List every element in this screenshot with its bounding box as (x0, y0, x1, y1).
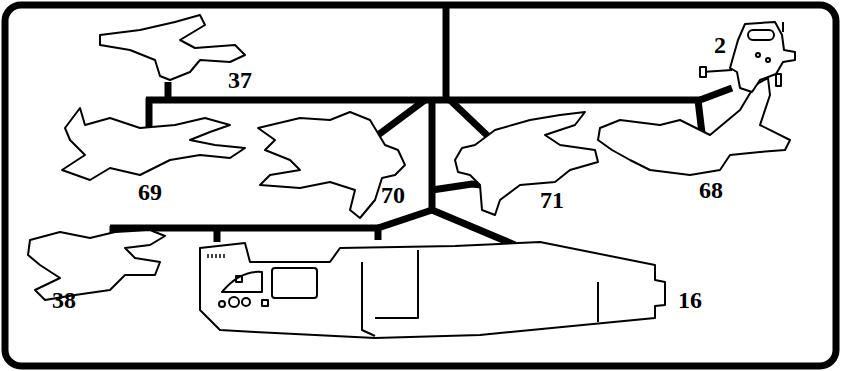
sprue-frame (5, 5, 836, 366)
figure-69 (62, 108, 245, 180)
figure-68 (598, 78, 790, 175)
fuselage-part (200, 242, 665, 338)
callout-number: 68 (699, 178, 723, 202)
mechanical-part (700, 22, 795, 92)
figure-71 (455, 112, 598, 215)
callout-number: 38 (52, 288, 76, 312)
callout-number: 70 (381, 183, 405, 207)
figure-37 (100, 15, 245, 80)
callout-number: 37 (228, 68, 252, 92)
figure-70 (258, 112, 405, 218)
callout-number: 69 (138, 180, 162, 204)
callout-number: 71 (540, 188, 564, 212)
callout-number: 16 (678, 288, 702, 312)
figure-38 (28, 230, 165, 300)
callout-number: 2 (714, 33, 726, 57)
